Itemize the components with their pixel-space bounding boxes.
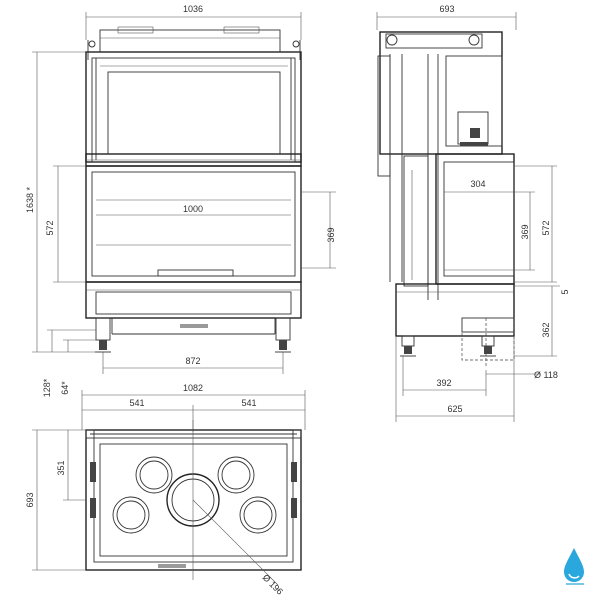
dim-glass-height-right: 369 [326, 227, 336, 242]
dim-front-width: 1036 [183, 4, 203, 14]
front-view: 1036 1000 [25, 4, 336, 397]
side-view: 693 304 369 572 5 [376, 4, 570, 422]
dim-side-392: 392 [436, 378, 451, 388]
dim-side-572: 572 [541, 220, 551, 235]
dim-glass-width: 1000 [183, 204, 203, 214]
dim-top-351: 351 [56, 460, 66, 475]
dim-side-625: 625 [447, 404, 462, 414]
dim-top-depth: 693 [25, 492, 35, 507]
dim-total-height: 1638 * [25, 186, 35, 213]
dim-bottom-64: 64* [60, 381, 70, 395]
dim-leg-span: 872 [185, 356, 200, 366]
dim-side-diam: Ø 118 [534, 370, 558, 380]
dim-top-width: 1082 [183, 383, 203, 393]
dim-top-diam: Ø 196 [261, 572, 285, 596]
dim-bottom-128: 128* [42, 378, 52, 397]
dim-side-depth: 693 [439, 4, 454, 14]
dim-side-5: 5 [560, 289, 570, 294]
dim-glass-height-left: 572 [45, 220, 55, 235]
dim-top-half-left: 541 [129, 398, 144, 408]
dim-side-362: 362 [541, 322, 551, 337]
water-drop-icon [564, 548, 584, 585]
top-view: 1082 541 541 Ø 196 [25, 383, 306, 597]
dim-side-369: 369 [520, 224, 530, 239]
dim-top-half-right: 541 [241, 398, 256, 408]
dim-side-glass-width: 304 [470, 179, 485, 189]
